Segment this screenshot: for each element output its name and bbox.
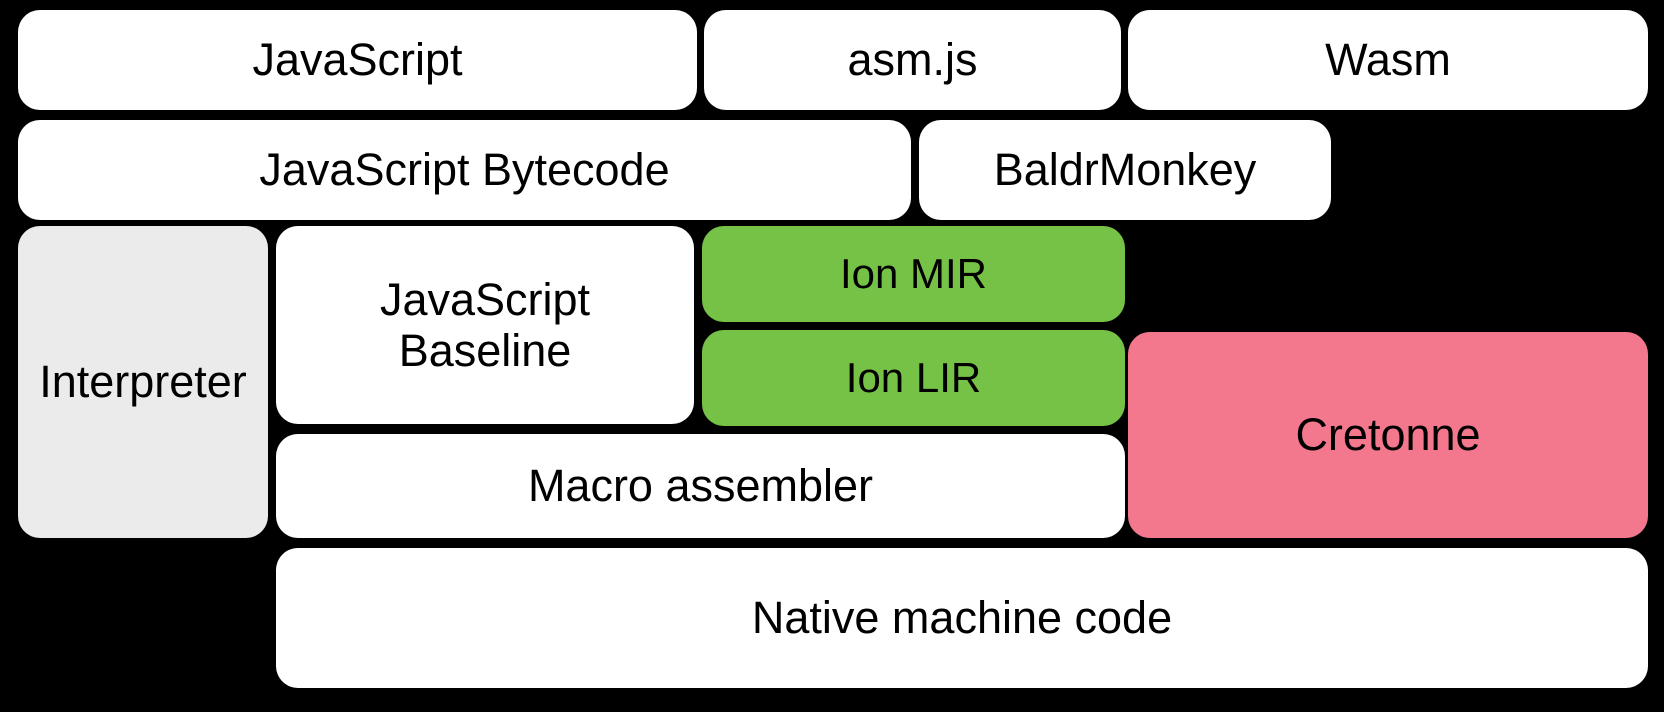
- node-javascript: JavaScript: [18, 10, 697, 110]
- node-asm-js: asm.js: [704, 10, 1121, 110]
- node-javascript-baseline: JavaScript Baseline: [276, 226, 694, 424]
- node-wasm: Wasm: [1128, 10, 1648, 110]
- node-ion-lir: Ion LIR: [702, 330, 1125, 426]
- node-baldrmonkey: BaldrMonkey: [919, 120, 1331, 220]
- node-native-machine-code: Native machine code: [276, 548, 1648, 688]
- node-ion-mir: Ion MIR: [702, 226, 1125, 322]
- node-cretonne: Cretonne: [1128, 332, 1648, 538]
- node-javascript-bytecode: JavaScript Bytecode: [18, 120, 911, 220]
- node-interpreter: Interpreter: [18, 226, 268, 538]
- node-macro-assembler: Macro assembler: [276, 434, 1125, 538]
